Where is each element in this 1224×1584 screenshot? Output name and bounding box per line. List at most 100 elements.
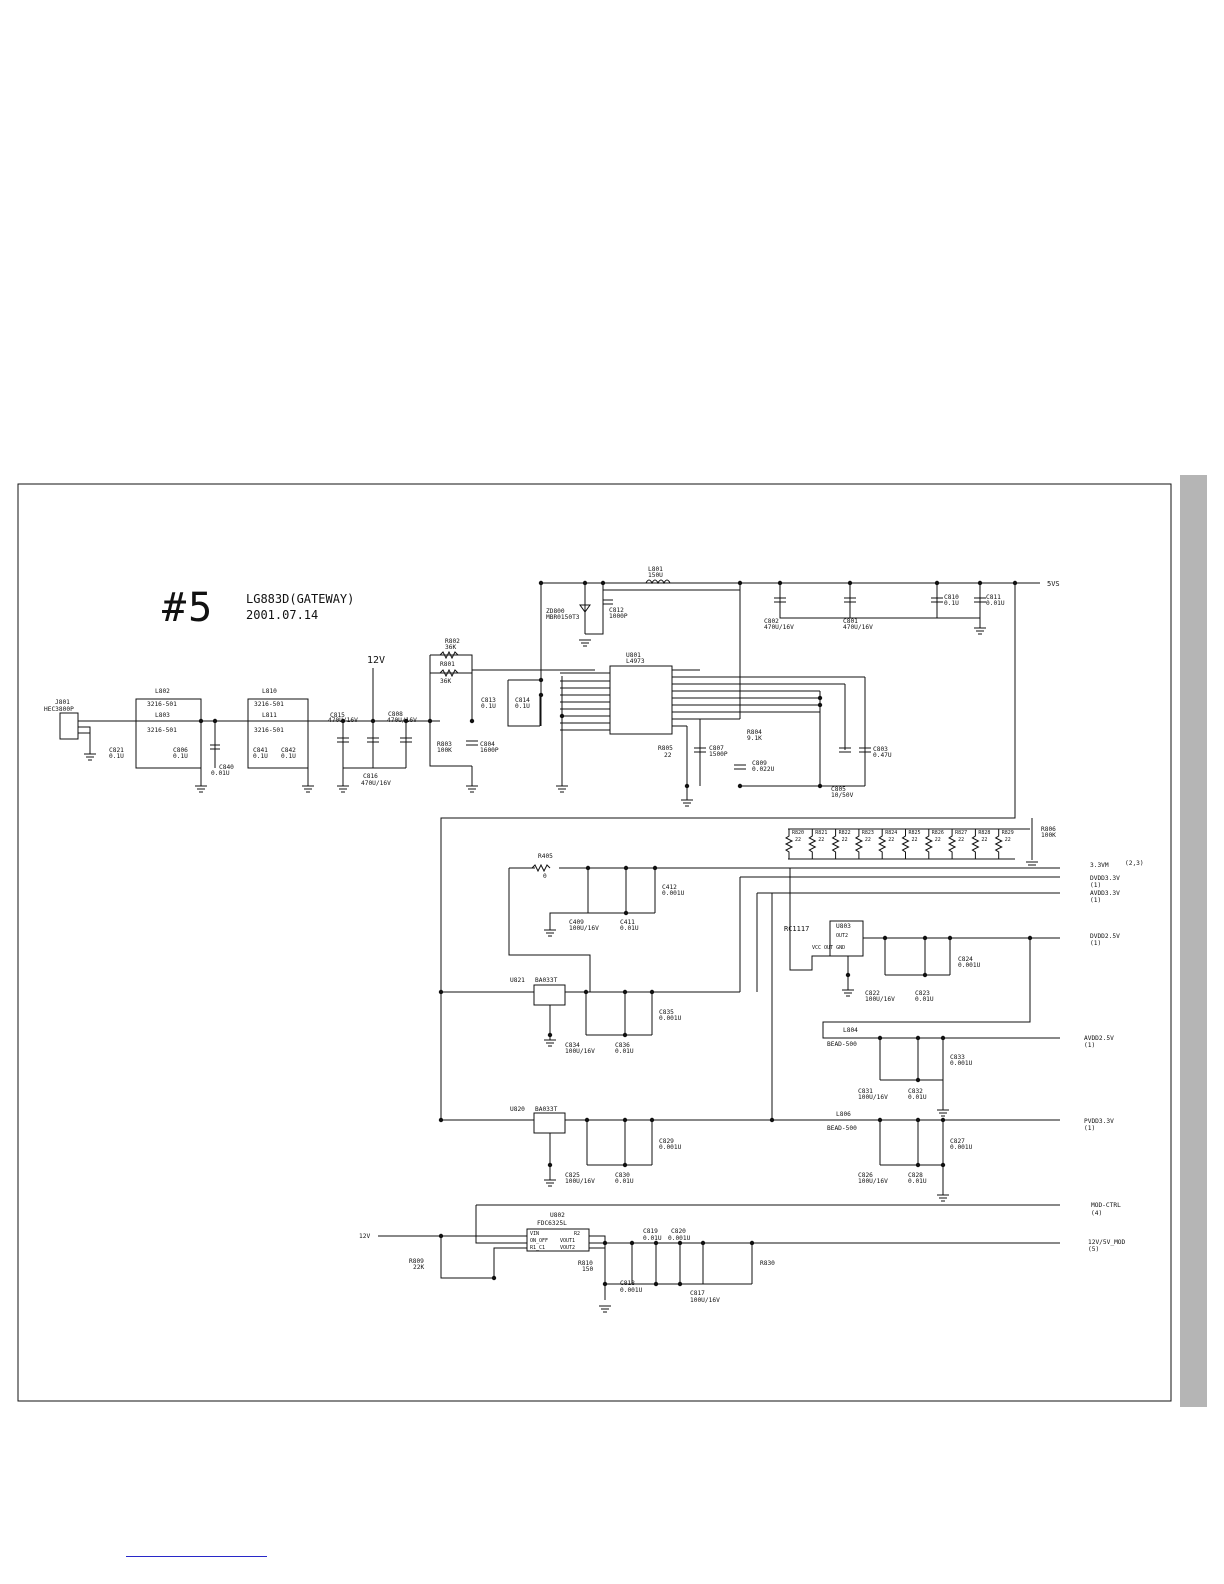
r405-value: 0	[543, 873, 547, 880]
c823-value: 0.01U	[915, 996, 934, 1003]
junction-dot	[370, 718, 376, 724]
distribution-section: R806 100K R82022R82122R82222R82322R82422…	[440, 583, 1144, 1202]
u803-pins: VCC OUT GND	[812, 945, 845, 951]
c841-ref: C841	[253, 747, 268, 754]
c808-value: 470U/16V	[387, 717, 417, 724]
net-avdd33-ref: (1)	[1090, 897, 1101, 904]
junction-dot	[940, 1117, 946, 1123]
c820-ref: C820	[671, 1228, 686, 1235]
inductor-l801	[645, 579, 671, 585]
array-resistor	[808, 829, 817, 859]
array-resistor-ref: R822	[839, 830, 851, 836]
junction-dot	[915, 1117, 921, 1123]
c819-value: 0.01U	[643, 1235, 662, 1242]
c803-value: 0.47U	[873, 752, 892, 759]
net-avdd25-label: AVDD2.5V	[1084, 1035, 1114, 1042]
ground-symbol	[195, 785, 207, 793]
c411-ref: C411	[620, 919, 635, 926]
junction-dot	[915, 1162, 921, 1168]
c412-value: 0.001U	[662, 890, 685, 897]
array-resistor-value: 22	[912, 837, 918, 843]
junction-dot	[403, 718, 409, 724]
ground-symbol	[579, 639, 591, 647]
c827-value: 0.001U	[950, 1144, 973, 1151]
u802-pin-on-off: ON_OFF	[530, 1238, 548, 1244]
array-resistor-ref: R820	[792, 830, 804, 836]
ic-u820	[533, 1112, 566, 1134]
junction-dot	[1012, 580, 1018, 586]
junction-dot	[559, 713, 565, 719]
c810-ref: C810	[944, 594, 959, 601]
c817-value: 100U/16V	[690, 1297, 720, 1304]
junction-dots	[198, 580, 1033, 1287]
ic-u801	[609, 665, 673, 735]
junction-dot	[582, 580, 588, 586]
junction-dot	[882, 935, 888, 941]
c409-value: 100U/16V	[569, 925, 599, 932]
ic-u821	[533, 984, 566, 1006]
ic-u802	[526, 1228, 590, 1252]
c831-ref: C831	[858, 1088, 873, 1095]
net-mod-ctrl-ref: (4)	[1091, 1210, 1102, 1217]
r405-ref: R405	[538, 853, 553, 860]
r801-ref: R801	[440, 661, 455, 668]
junction-dot	[649, 1117, 655, 1123]
junction-dot	[845, 972, 851, 978]
sheet-number: #5	[162, 585, 214, 631]
c819-ref: C819	[643, 1228, 658, 1235]
rail-5vs-label: 5VS	[1047, 580, 1060, 588]
u802-pin-vout1: VOUT1	[560, 1238, 575, 1244]
array-resistor-ref: R825	[909, 830, 921, 836]
junction-dot	[737, 580, 743, 586]
c842-value: 0.1U	[281, 753, 296, 760]
array-resistor	[994, 829, 1003, 859]
junction-dot	[1027, 935, 1033, 941]
c821-value: 0.1U	[109, 753, 124, 760]
c835-value: 0.001U	[659, 1015, 682, 1022]
ground-symbol	[544, 929, 556, 937]
junction-dot	[817, 695, 823, 701]
net-mod-ctrl-label: MOD-CTRL	[1091, 1202, 1121, 1209]
ground-symbol	[84, 753, 96, 761]
c822-ref: C822	[865, 990, 880, 997]
junction-dot	[622, 1117, 628, 1123]
supply-12v-label: 12V	[359, 1233, 370, 1240]
c814-value: 0.1U	[515, 703, 530, 710]
junction-dot	[600, 580, 606, 586]
c828-ref: C828	[908, 1172, 923, 1179]
junction-dot	[438, 989, 444, 995]
junction-dot	[212, 718, 218, 724]
junction-dot	[547, 1162, 553, 1168]
junction-dot	[653, 1240, 659, 1246]
c810-value: 0.1U	[944, 600, 959, 607]
array-resistor-ref: R824	[885, 830, 897, 836]
junction-dot	[623, 910, 629, 916]
input-12v-label: 12V	[367, 655, 385, 666]
l801-value: 150U	[648, 572, 663, 579]
net-3v3m-label: 3.3VM	[1090, 862, 1109, 869]
net-dvdd33-label: DVDD3.3V	[1090, 875, 1120, 882]
junction-dot	[940, 1162, 946, 1168]
sheet-frame	[17, 483, 1172, 1402]
array-resistor-value: 22	[865, 837, 871, 843]
array-resistor-value: 22	[935, 837, 941, 843]
junction-dot	[602, 1240, 608, 1246]
r809-ref: R809	[409, 1258, 424, 1265]
c824-ref: C824	[958, 956, 973, 963]
l804-value: BEAD-500	[827, 1041, 857, 1048]
c830-ref: C830	[615, 1172, 630, 1179]
junction-dot	[340, 718, 346, 724]
c807-ref: C807	[709, 745, 724, 752]
u820-value: BA033T	[535, 1106, 558, 1113]
c841-value: 0.1U	[253, 753, 268, 760]
c816-ref: C816	[363, 773, 378, 780]
footer-link-underline[interactable]	[126, 1556, 267, 1557]
c833-ref: C833	[950, 1054, 965, 1061]
junction-dot	[584, 1117, 590, 1123]
junction-dot	[629, 1240, 635, 1246]
r802-value: 36K	[445, 644, 456, 651]
junction-dot	[585, 865, 591, 871]
c812-value: 1000P	[609, 613, 628, 620]
junction-dot	[877, 1117, 883, 1123]
array-resistor-value: 22	[842, 837, 848, 843]
